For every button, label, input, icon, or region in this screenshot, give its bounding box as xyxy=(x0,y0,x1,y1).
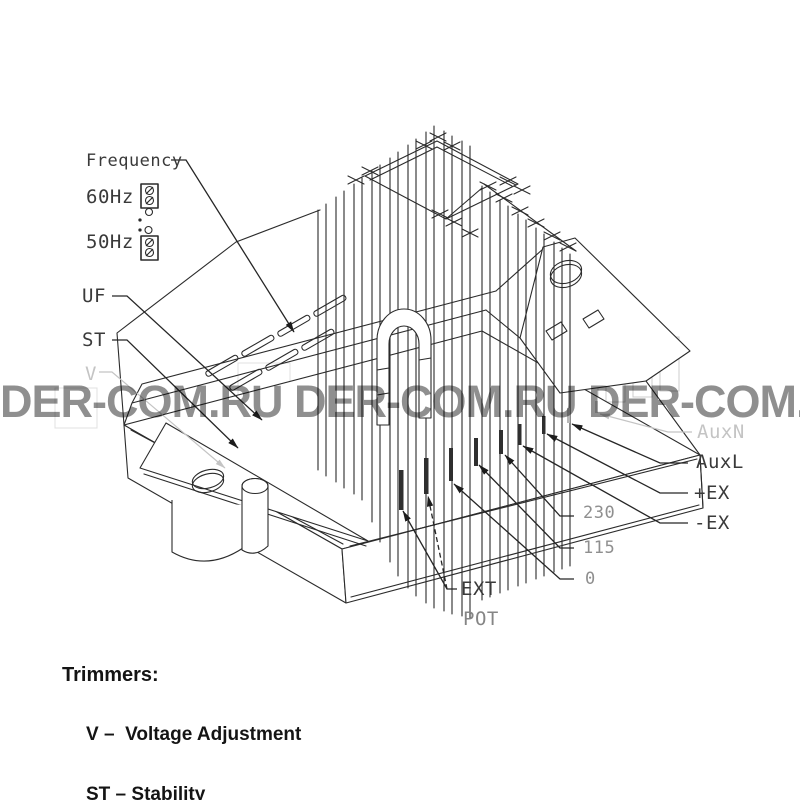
label-ext: EXT xyxy=(461,578,497,600)
diagram-labels: Frequency 60Hz 50Hz UF ST V AuxN AuxL +E… xyxy=(82,151,745,630)
rear-wall xyxy=(116,209,544,426)
leader-aux-n xyxy=(599,413,692,433)
heatsink xyxy=(317,125,577,619)
leader-uf xyxy=(112,295,263,421)
label-pot: POT xyxy=(463,608,499,630)
label-0: 0 xyxy=(585,569,596,589)
leader-230 xyxy=(504,454,574,517)
watermark: DER-COM.RU DER-COM.RU DER-COM.RU xyxy=(0,376,800,427)
leader-lines xyxy=(99,159,692,590)
label-uf: UF xyxy=(82,285,106,307)
terminal-tabs xyxy=(399,401,598,510)
label-50hz: 50Hz xyxy=(86,231,134,253)
label-115: 115 xyxy=(583,538,615,558)
label-230: 230 xyxy=(583,503,615,523)
legend-item-voltage: V – Voltage Adjustment xyxy=(86,724,302,745)
leader-115 xyxy=(478,464,574,549)
label-aux-n: AuxN xyxy=(697,421,745,443)
legend-item-stability: ST – Stability xyxy=(86,783,206,800)
jumper-60hz-icon xyxy=(138,183,159,222)
legend-title: Trimmers: xyxy=(62,664,159,686)
leader-0 xyxy=(453,483,574,580)
leader-plus-ex xyxy=(546,433,688,494)
trimmers-legend: Trimmers: V – Voltage Adjustment ST – St… xyxy=(62,627,301,800)
label-aux-l: AuxL xyxy=(696,451,744,473)
label-60hz: 60Hz xyxy=(86,186,134,208)
leader-minus-ex xyxy=(522,445,688,524)
body-notches xyxy=(545,309,605,341)
wire-loop xyxy=(376,308,432,426)
vent-slots xyxy=(205,294,347,391)
label-plus-ex: +EX xyxy=(694,482,730,504)
leader-v xyxy=(99,371,226,469)
label-v: V xyxy=(85,363,97,385)
leader-st xyxy=(112,339,239,449)
label-minus-ex: -EX xyxy=(694,512,730,534)
leader-aux-l xyxy=(571,423,688,464)
boss-cylinder xyxy=(171,500,244,562)
label-frequency: Frequency xyxy=(86,151,183,171)
label-st: ST xyxy=(82,329,106,351)
standoff-pin xyxy=(241,477,269,554)
rear-deck-step xyxy=(123,290,497,426)
jumper-50hz-icon xyxy=(138,225,159,261)
heatsink-fin-tips xyxy=(347,132,577,252)
heatsink-fins-right xyxy=(481,185,571,601)
mounting-flange-bottom-left xyxy=(139,422,369,562)
heatsink-top-edges xyxy=(364,140,577,252)
leader-frequency xyxy=(171,159,295,333)
